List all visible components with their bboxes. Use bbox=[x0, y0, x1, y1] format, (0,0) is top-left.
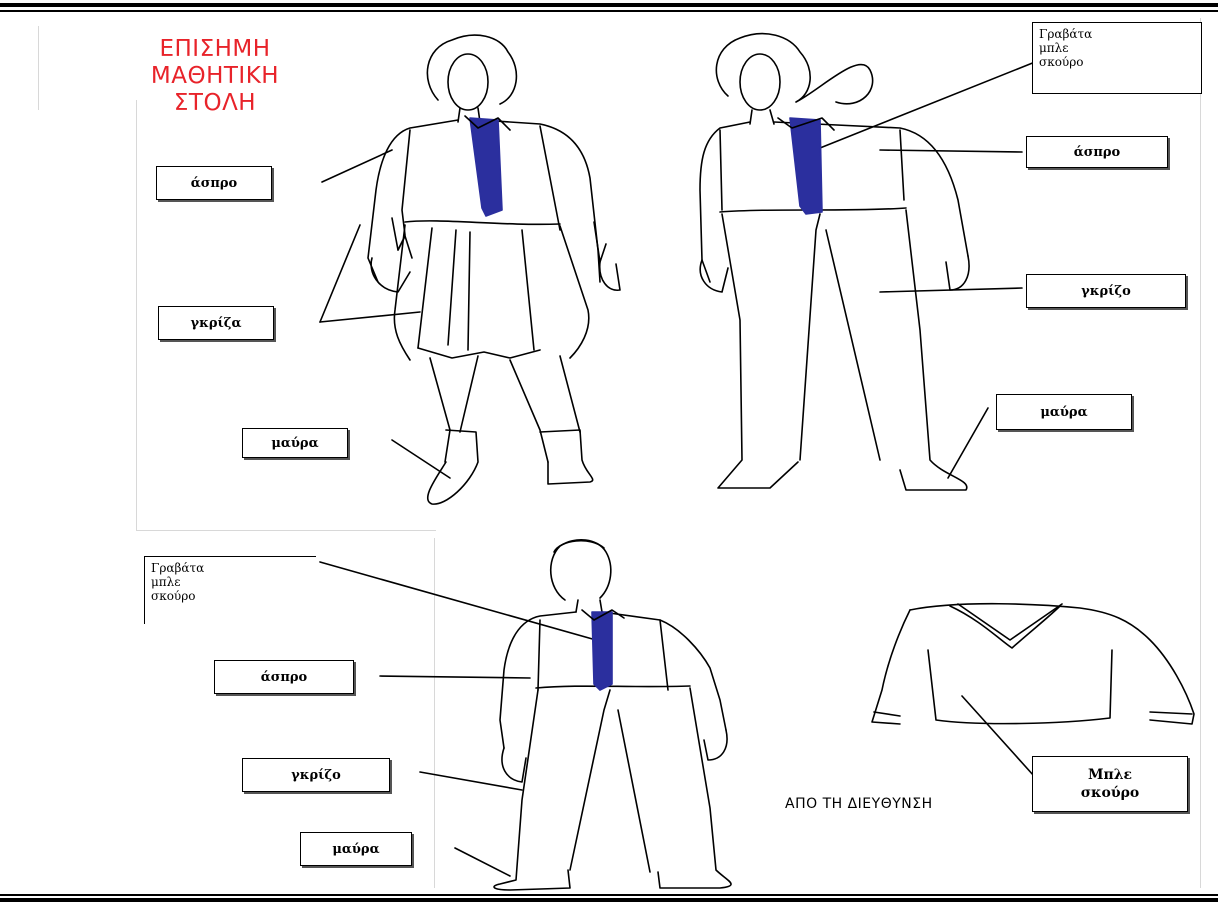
footer-source: ΑΠΟ ΤΗ ΔΙΕΥΘΥΝΣΗ bbox=[785, 796, 933, 812]
tie-note-line-3: σκούρο bbox=[1039, 55, 1195, 69]
label-girl-trousers-tie: Γραβάτα μπλε σκούρο bbox=[1032, 22, 1202, 94]
tie-note-line-1: Γραβάτα bbox=[1039, 27, 1195, 41]
title-line-2: ΜΑΘΗΤΙΚΗ bbox=[110, 63, 320, 90]
label-boy-tie: Γραβάτα μπλε σκούρο bbox=[144, 556, 316, 624]
title-line-3: ΣΤΟΛΗ bbox=[110, 90, 320, 117]
label-girl-skirt-skirt: γκρίζα bbox=[158, 306, 274, 340]
label-sweater: Μπλε σκούρο bbox=[1032, 756, 1188, 812]
sweater-label-line-1: Μπλε bbox=[1088, 766, 1132, 784]
label-girl-trousers-trousers: γκρίζο bbox=[1026, 274, 1186, 308]
boy-tie-note-line-3: σκούρο bbox=[151, 589, 310, 603]
label-girl-skirt-shirt: άσπρο bbox=[156, 166, 272, 200]
title-line-1: ΕΠΙΣΗΜΗ bbox=[110, 36, 320, 63]
page-title: ΕΠΙΣΗΜΗ ΜΑΘΗΤΙΚΗ ΣΤΟΛΗ bbox=[110, 36, 320, 117]
boy-tie-note-line-1: Γραβάτα bbox=[151, 561, 310, 575]
tie-note-line-2: μπλε bbox=[1039, 41, 1195, 55]
figure-girl-skirt bbox=[320, 35, 620, 504]
label-girl-trousers-shoes: μαύρα bbox=[996, 394, 1132, 430]
label-boy-shirt: άσπρο bbox=[214, 660, 354, 694]
sweater-drawing bbox=[872, 604, 1194, 776]
boy-tie-note-line-2: μπλε bbox=[151, 575, 310, 589]
label-girl-trousers-shirt: άσπρο bbox=[1026, 136, 1168, 168]
figure-girl-trousers bbox=[700, 34, 1040, 490]
label-girl-skirt-shoes: μαύρα bbox=[242, 428, 348, 458]
label-boy-shoes: μαύρα bbox=[300, 832, 412, 866]
sweater-label-line-2: σκούρο bbox=[1081, 784, 1140, 802]
label-boy-trousers: γκρίζο bbox=[242, 758, 390, 792]
